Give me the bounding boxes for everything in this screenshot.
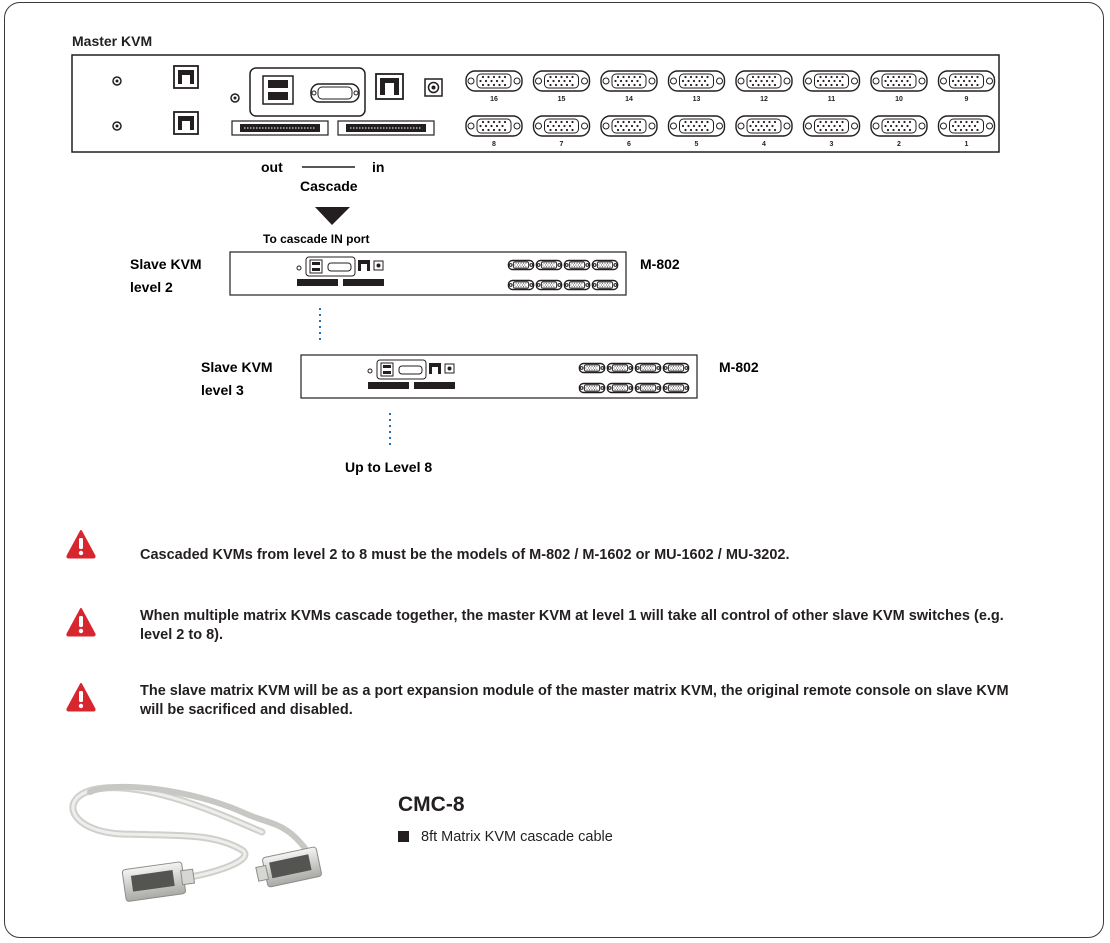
vga-port-icon	[606, 382, 634, 394]
vga-port-icon: 15	[532, 70, 591, 103]
vga-port-icon	[591, 279, 619, 291]
port-number-label: 14	[625, 96, 633, 103]
port-number-label: 12	[760, 96, 768, 103]
vga-port-icon	[578, 362, 606, 374]
rj45-port-icon	[375, 73, 404, 100]
down-arrow-icon	[315, 207, 350, 225]
warning-icon	[66, 530, 96, 559]
port-number-label: 11	[828, 96, 836, 103]
vga-port-icon: 16	[465, 70, 523, 103]
vga-port-icon	[662, 362, 690, 374]
vga-port-icon: 6	[600, 115, 658, 148]
port-number-label: 10	[895, 96, 903, 103]
cascade-target-label: To cascade IN port	[263, 232, 369, 246]
vga-port-icon: 1	[937, 115, 996, 148]
up-to-level-label: Up to Level 8	[345, 459, 432, 475]
vga-port-icon	[507, 279, 535, 291]
rj45-port-icon	[173, 65, 199, 89]
vga-port-icon: 13	[667, 70, 726, 103]
port-number-label: 5	[695, 141, 699, 148]
slave-3-model: M-802	[719, 359, 759, 375]
vga-port-icon	[535, 279, 563, 291]
slave-3-label-line1: Slave KVM	[201, 359, 273, 375]
port-number-label: 9	[965, 96, 969, 103]
vga-port-icon	[634, 362, 662, 374]
page-frame	[4, 2, 1104, 938]
vga-port-icon: 9	[937, 70, 996, 103]
cascade-out-label: out	[261, 159, 283, 175]
vga-port-icon: 8	[465, 115, 523, 148]
product-name: CMC-8	[398, 793, 465, 816]
rj45-port-icon	[173, 111, 199, 135]
note-3: The slave matrix KVM will be as a port e…	[140, 683, 1009, 718]
warning-icon	[66, 683, 96, 712]
usb-port-icon	[262, 75, 294, 105]
vga-port-icon	[563, 259, 591, 271]
slave-kvm-level-2-panel	[229, 251, 627, 296]
cascade-cable-image	[69, 783, 322, 902]
master-kvm-panel: 16 15 14 13 12 11 10 9 8 7 6 5 4 3 2 1	[71, 54, 1000, 153]
vga-port-icon: 4	[735, 115, 793, 148]
port-number-label: 1	[965, 141, 969, 148]
slave-2-model: M-802	[640, 256, 680, 272]
vga-port-icon	[563, 279, 591, 291]
vga-port-icon: 5	[667, 115, 726, 148]
vga-port-icon	[507, 259, 535, 271]
slave-3-label-line2: level 3	[201, 382, 244, 398]
vga-port-icon	[535, 259, 563, 271]
product-description-item: 8ft Matrix KVM cascade cable	[398, 829, 613, 845]
slave-2-label-line1: Slave KVM	[130, 256, 202, 272]
cascade-out-connector-icon	[231, 120, 329, 136]
slave-kvm-level-3-panel	[300, 354, 698, 399]
vga-port-icon	[591, 259, 619, 271]
vga-port-icon: 10	[870, 70, 928, 103]
power-jack-icon	[424, 78, 443, 97]
vga-port-grid: 16 15 14 13 12 11 10 9 8 7 6 5 4 3 2 1	[465, 70, 996, 148]
port-number-label: 15	[558, 96, 566, 103]
port-number-label: 4	[762, 141, 766, 148]
vga-port-icon: 3	[802, 115, 861, 148]
port-number-label: 16	[490, 96, 498, 103]
vga-port-icon: 7	[532, 115, 591, 148]
port-number-label: 3	[830, 141, 834, 148]
cascade-label: Cascade	[300, 178, 358, 194]
bullet-square-icon	[398, 831, 409, 842]
note-2: When multiple matrix KVMs cascade togeth…	[140, 608, 1004, 643]
port-number-label: 8	[492, 141, 496, 148]
cascade-diagram: 16 15 14 13 12 11 10 9 8 7 6 5 4 3 2 1 Master KVM out i…	[71, 33, 1000, 475]
port-number-label: 13	[693, 96, 701, 103]
vga-port-icon	[634, 382, 662, 394]
vga-port-icon	[578, 382, 606, 394]
slave-2-label-line2: level 2	[130, 279, 173, 295]
cascade-in-label: in	[372, 159, 384, 175]
product-description: 8ft Matrix KVM cascade cable	[421, 829, 613, 845]
vga-port-icon: 2	[870, 115, 928, 148]
port-number-label: 7	[560, 141, 564, 148]
master-kvm-label: Master KVM	[72, 33, 152, 49]
warning-icon	[66, 608, 96, 637]
vga-port-icon: 14	[600, 70, 658, 103]
port-number-label: 6	[627, 141, 631, 148]
vga-port-icon	[606, 362, 634, 374]
vga-port-icon: 12	[735, 70, 793, 103]
vga-port-icon	[662, 382, 690, 394]
vga-port-icon: 11	[802, 70, 861, 103]
note-1: Cascaded KVMs from level 2 to 8 must be …	[140, 547, 790, 563]
cascade-in-connector-icon	[337, 120, 435, 136]
vga-console-port-icon	[310, 83, 360, 103]
port-number-label: 2	[897, 141, 901, 148]
